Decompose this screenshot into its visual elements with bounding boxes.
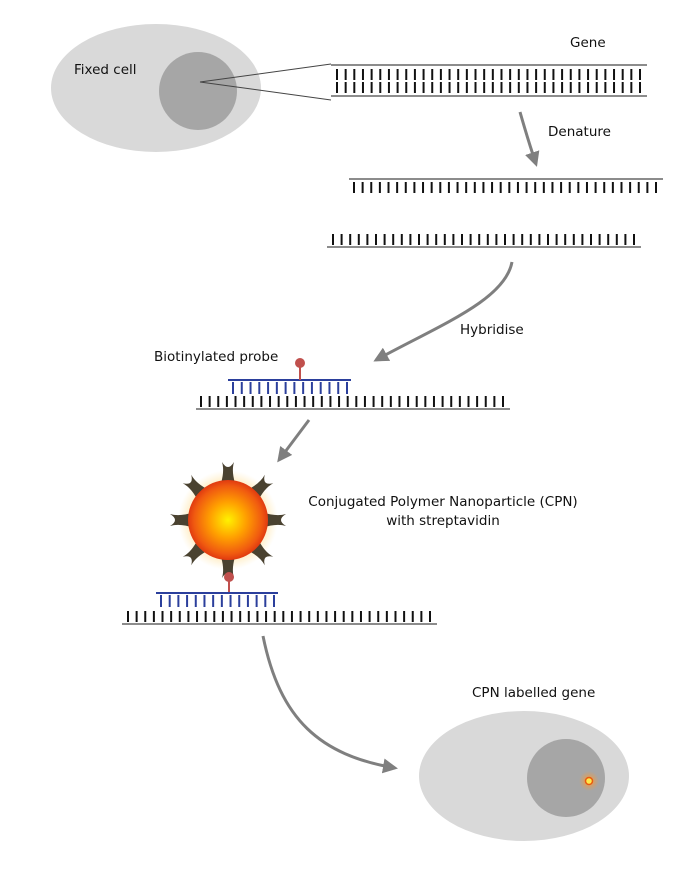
streptavidin-spike bbox=[262, 512, 286, 528]
bound-target-bases bbox=[127, 611, 431, 622]
labelled-cell-nucleus bbox=[527, 739, 605, 817]
streptavidin-spike bbox=[170, 512, 194, 528]
target-bases bbox=[200, 396, 504, 407]
probe-bases bbox=[232, 382, 348, 394]
cell-nucleus bbox=[159, 52, 237, 130]
fixed-cell bbox=[51, 24, 261, 152]
gene-bases-bottom bbox=[336, 82, 641, 93]
zoom-lines bbox=[199, 63, 332, 101]
cpn-step-arrow bbox=[277, 419, 311, 463]
denature-arrow bbox=[518, 111, 540, 167]
hybridise-label: Hybridise bbox=[460, 322, 524, 338]
streptavidin-spike bbox=[220, 462, 236, 486]
cpn-signal-dot bbox=[584, 776, 594, 786]
strand-1-bases bbox=[353, 182, 657, 193]
gene-label: Gene bbox=[570, 35, 606, 51]
labelled-cell bbox=[419, 711, 629, 841]
biotinylated-probe-label: Biotinylated probe bbox=[154, 349, 278, 365]
cpn-label-line2: with streptavidin bbox=[386, 513, 500, 529]
bound-probe-bases bbox=[160, 595, 275, 607]
hybridise-arrow bbox=[373, 261, 514, 362]
cpn-nanoparticle bbox=[170, 462, 286, 578]
denature-label: Denature bbox=[548, 124, 611, 140]
cpn-labelled-gene-label: CPN labelled gene bbox=[472, 685, 595, 701]
biotin-icon bbox=[295, 358, 305, 368]
strand-2-bases bbox=[332, 234, 635, 245]
cpn-bound-complex bbox=[122, 572, 437, 625]
labelling-result-arrow bbox=[261, 635, 398, 774]
gene-double-strand bbox=[331, 64, 647, 97]
hybridised-complex bbox=[196, 358, 510, 410]
single-strand-1 bbox=[349, 178, 663, 193]
cpn-label-line1: Conjugated Polymer Nanoparticle (CPN) bbox=[308, 494, 577, 510]
cpn-core bbox=[188, 480, 268, 560]
single-strand-2 bbox=[327, 234, 641, 248]
bound-biotin-icon bbox=[224, 572, 234, 582]
fixed-cell-label: Fixed cell bbox=[74, 62, 137, 78]
streptavidin-spike bbox=[220, 554, 236, 578]
gene-bases-top bbox=[336, 69, 641, 80]
